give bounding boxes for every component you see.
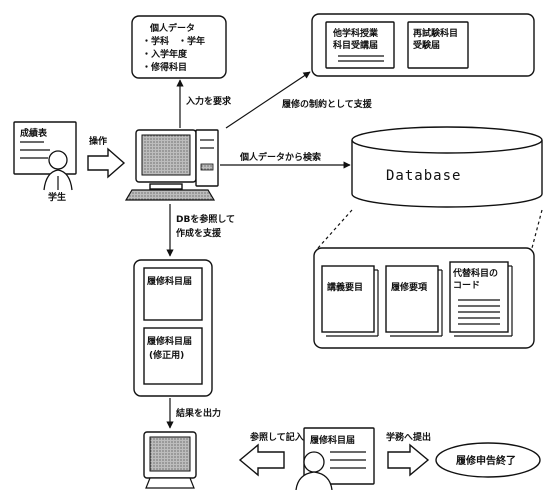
student-label: 学生	[48, 191, 66, 203]
operate-label: 操作	[89, 135, 107, 147]
restriction-support-label: 履修の制約として支援	[281, 98, 373, 110]
bottom-form-label: 履修科目届	[309, 434, 355, 446]
doc1-line2: 科目受講届	[333, 39, 378, 51]
end-label: 履修申告終了	[455, 454, 516, 467]
output-forms-box: 履修科目届 履修科目届 (修正用)	[133, 259, 213, 397]
top-right-docs-box: 他学科授業 科目受講届 再試験科目 受験届	[311, 13, 535, 77]
submit-label: 学務へ提出	[386, 431, 431, 443]
output-label: 結果を出力	[176, 407, 221, 419]
refer-fill-label: 参照して記入	[250, 431, 304, 443]
output-form-2-line2: (修正用)	[149, 349, 184, 361]
search-label: 個人データから検索	[239, 151, 321, 163]
personal-data-title: 個人データ	[149, 22, 195, 34]
personal-data-item-1: ・学科 ・学年	[142, 35, 205, 47]
database-docs-box: 講義要目 履修要項 代替科目の コード	[313, 247, 535, 349]
output-form-2-line1: 履修科目届	[146, 335, 192, 347]
db-doc-alt-code-2: コード	[453, 280, 480, 291]
report-card-label: 成績表	[20, 127, 48, 139]
bottom-monitor-icon	[143, 431, 197, 489]
db-doc-alt-code-1: 代替科目の	[452, 267, 498, 279]
database-cylinder: Database	[351, 126, 543, 208]
doc2-line2: 受験届	[413, 39, 440, 51]
personal-data-box: 個人データ ・学科 ・学年 ・入学年度 ・修得科目	[131, 15, 227, 79]
refer-db-label-1: DBを参照して	[176, 213, 235, 225]
db-doc-guide: 履修要項	[390, 281, 428, 293]
end-oval: 履修申告終了	[435, 442, 541, 478]
doc1-line1: 他学科授業	[332, 27, 379, 39]
refer-fill-arrow	[238, 443, 285, 477]
restriction-support-arrow	[225, 71, 311, 129]
input-request-label: 入力を要求	[185, 95, 232, 107]
output-form-1: 履修科目届	[146, 275, 192, 287]
db-doc-syllabus: 講義要目	[327, 281, 363, 293]
operate-arrow	[87, 147, 126, 179]
submit-arrow	[387, 443, 430, 477]
personal-data-item-3: ・修得科目	[142, 61, 187, 73]
bottom-student-figure: 履修科目届	[295, 427, 375, 490]
student-figure: 成績表 学生	[13, 121, 77, 203]
computer-icon	[124, 129, 219, 201]
refer-db-label-2: 作成を支援	[176, 227, 222, 239]
personal-data-item-2: ・入学年度	[142, 48, 188, 60]
doc2-line1: 再試験科目	[413, 27, 458, 39]
database-name: Database	[386, 168, 461, 184]
